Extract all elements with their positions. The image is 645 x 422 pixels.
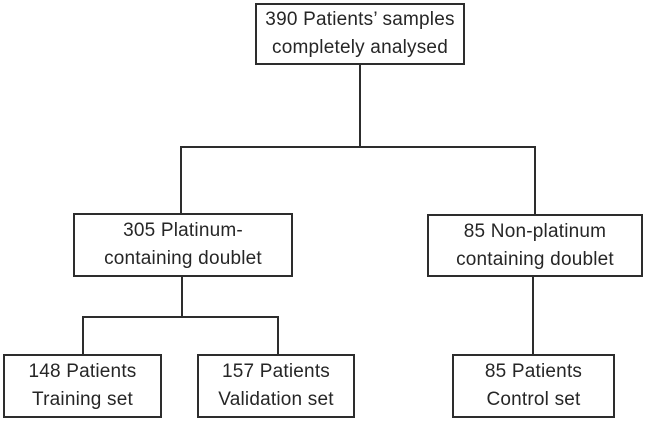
- node-validation-set: 157 Patients Validation set: [197, 354, 355, 418]
- connector-to-non-platinum: [534, 146, 536, 215]
- node-total-samples: 390 Patients’ samples completely analyse…: [255, 3, 465, 65]
- node-text-line: 390 Patients’ samples: [265, 9, 455, 30]
- node-text-line: containing doublet: [104, 248, 262, 269]
- node-text-line: completely analysed: [272, 37, 448, 58]
- node-text-line: containing doublet: [456, 248, 614, 270]
- connector-to-validation: [277, 316, 279, 354]
- connector-to-platinum: [180, 146, 182, 213]
- node-platinum-doublet: 305 Platinum- containing doublet: [73, 213, 293, 277]
- node-text-line: Control set: [486, 389, 581, 410]
- node-text-line: 157 Patients: [221, 361, 331, 382]
- connector-level2-split: [82, 316, 279, 318]
- node-text-line: Validation set: [218, 389, 334, 410]
- connector-to-control: [532, 276, 534, 354]
- node-text-line: 305 Platinum-: [123, 220, 243, 241]
- node-text-line: 148 Patients: [28, 361, 137, 382]
- node-text-line: 85 Patients: [484, 361, 583, 382]
- node-text-line: 85 Non-platinum: [463, 220, 607, 242]
- node-control-set: 85 Patients Control set: [452, 354, 615, 418]
- connector-level1-split: [180, 146, 536, 148]
- node-training-set: 148 Patients Training set: [3, 354, 162, 418]
- connector-root-down: [359, 64, 361, 148]
- connector-to-training: [82, 316, 84, 354]
- node-text-line: Training set: [32, 389, 133, 410]
- node-non-platinum-doublet: 85 Non-platinum containing doublet: [427, 214, 643, 277]
- connector-platinum-down: [181, 276, 183, 318]
